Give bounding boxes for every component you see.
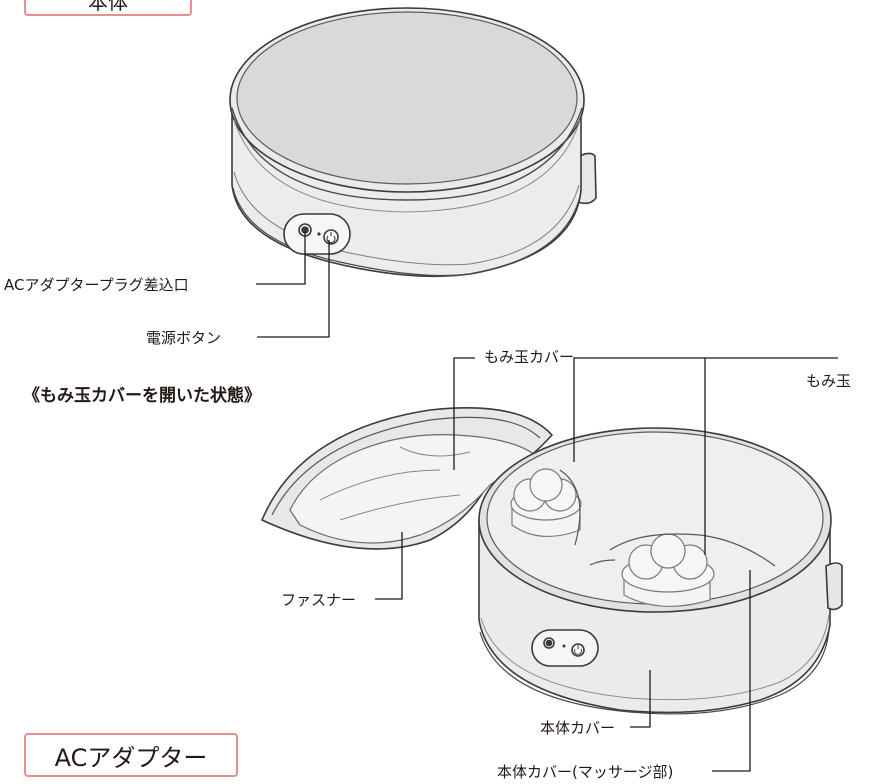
section-ac-adapter: ACアダプター [24, 733, 238, 777]
callout-zipper: ファスナー [281, 591, 357, 609]
main-unit-illustration [229, 7, 597, 278]
open-cover-illustration [260, 407, 843, 715]
callout-massage-balls: もみ玉 [806, 372, 852, 390]
section-ac-adapter-title: ACアダプター [54, 743, 208, 772]
callout-ac-plug-inlet: ACアダプタープラグ差込口 [4, 276, 189, 294]
section-main-unit-title: 本体 [88, 0, 128, 14]
open-cover-state-heading: 《もみ玉カバーを開いた状態》 [23, 386, 261, 406]
callout-power-button: 電源ボタン [146, 329, 222, 347]
bottom-leader-lines [375, 357, 838, 772]
callout-massage-ball-cover: もみ玉カバー [484, 348, 575, 366]
section-main-unit: 本体 [24, 0, 192, 16]
callout-body-cover: 本体カバー [540, 719, 616, 737]
callout-body-cover-massage-part: 本体カバー(マッサージ部) [497, 763, 674, 781]
top-leader-lines [256, 232, 330, 338]
